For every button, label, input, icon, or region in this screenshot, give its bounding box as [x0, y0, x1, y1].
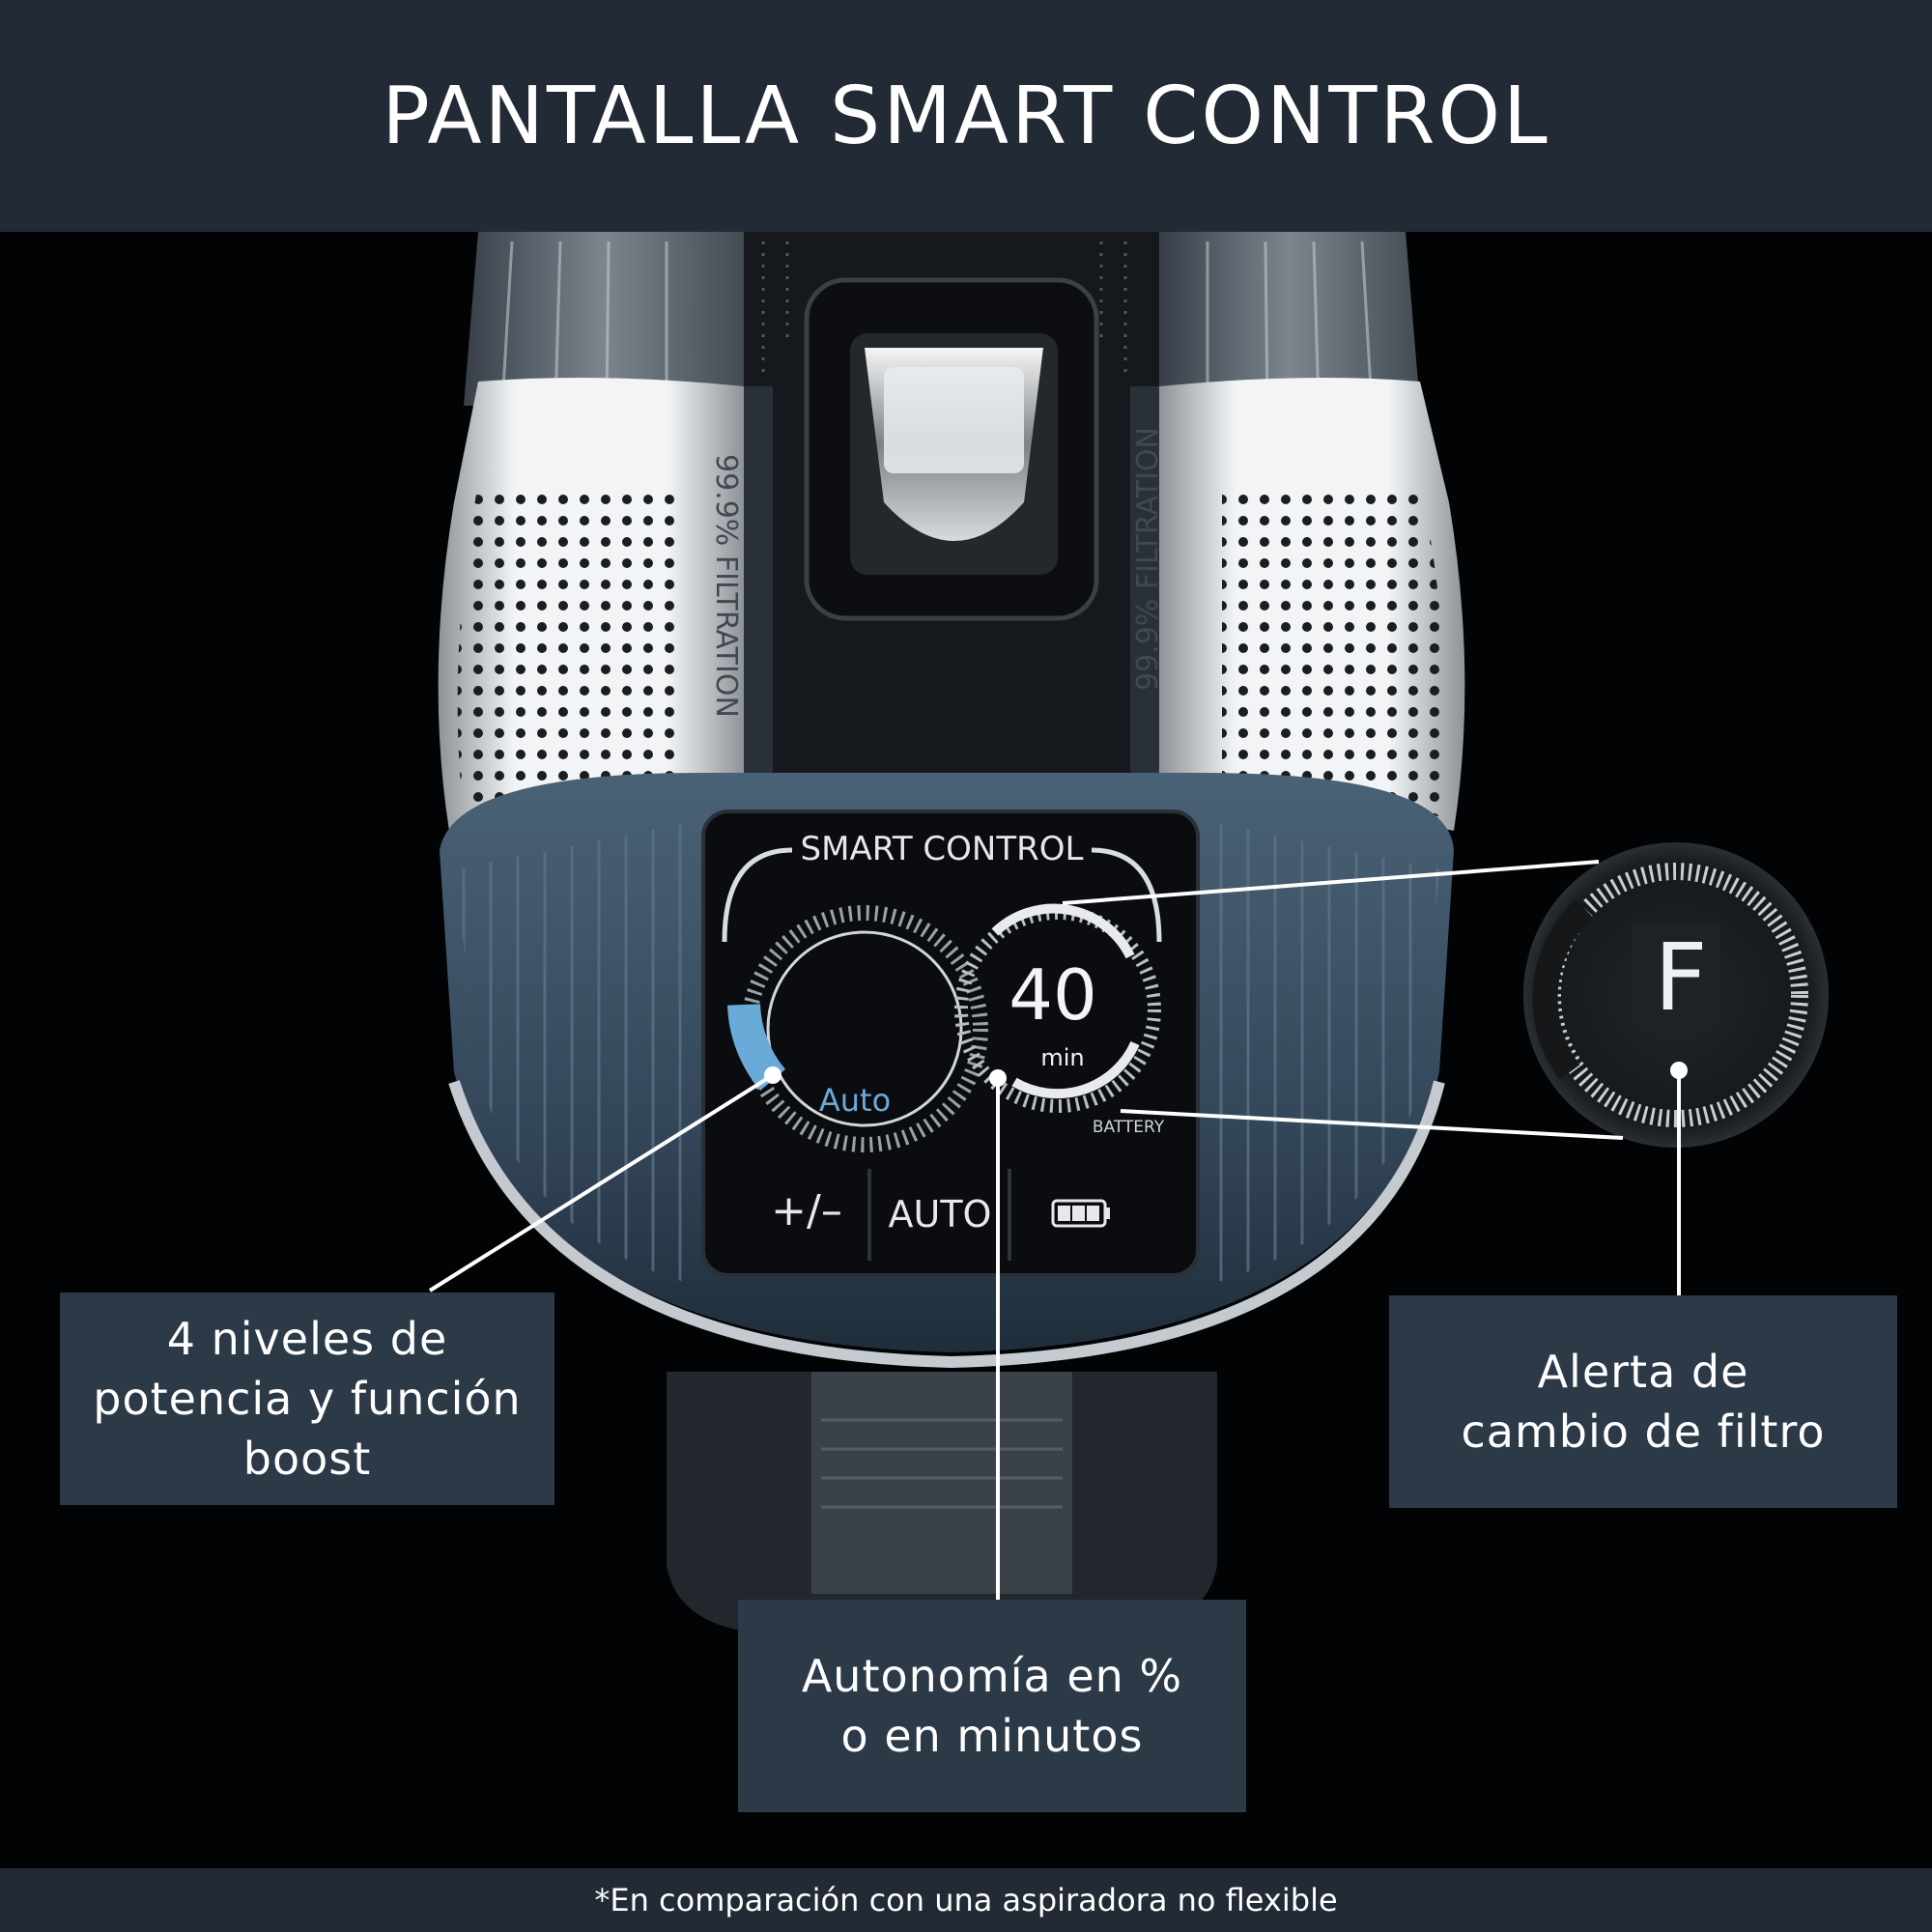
release-latch: [850, 333, 1058, 575]
side-label-left: 99.9% FILTRATION: [709, 454, 743, 718]
title-banner: PANTALLA SMART CONTROL: [0, 0, 1932, 232]
auto-button[interactable]: AUTO: [889, 1193, 992, 1236]
footnote-text: *En comparación con una aspiradora no fl…: [594, 1882, 1338, 1918]
callout-line: 4 niveles de: [166, 1313, 448, 1365]
filter-alert-zoom-icon: F: [1523, 842, 1829, 1148]
callout-line: potencia y función: [93, 1373, 522, 1425]
callout-filter-alert: Alerta de cambio de filtro: [1389, 1295, 1897, 1508]
side-label-right: 99.9% FILTRATION: [1131, 427, 1165, 691]
callout-line: o en minutos: [840, 1710, 1144, 1762]
callout-line: boost: [242, 1433, 372, 1485]
power-button[interactable]: +/–: [771, 1186, 842, 1236]
callout-line: Autonomía en %: [801, 1650, 1183, 1702]
runtime-dial: 40 min BATTERY: [954, 903, 1165, 1137]
power-level-dial: Auto: [727, 905, 988, 1152]
callout-power-levels: 4 niveles de potencia y función boost: [60, 1293, 554, 1505]
callout-line: Alerta de: [1537, 1346, 1749, 1398]
panel-title: SMART CONTROL: [801, 830, 1084, 868]
callout-line: cambio de filtro: [1461, 1406, 1826, 1458]
leader-lines: [428, 860, 1681, 1600]
control-panel: SMART CONTROL Auto 40 min BATTERY +/–: [701, 810, 1200, 1277]
battery-label: BATTERY: [1093, 1118, 1165, 1137]
page-title: PANTALLA SMART CONTROL: [382, 70, 1550, 162]
motor-housing: [438, 378, 1465, 831]
battery-icon[interactable]: [1051, 1199, 1110, 1228]
mode-label: Auto: [819, 1082, 891, 1119]
filter-letter: F: [1654, 923, 1707, 1032]
runtime-value: 40: [1009, 954, 1097, 1036]
runtime-unit: min: [1040, 1044, 1084, 1071]
footnote-banner: *En comparación con una aspiradora no fl…: [0, 1868, 1932, 1932]
callout-autonomy: Autonomía en % o en minutos: [738, 1600, 1246, 1812]
